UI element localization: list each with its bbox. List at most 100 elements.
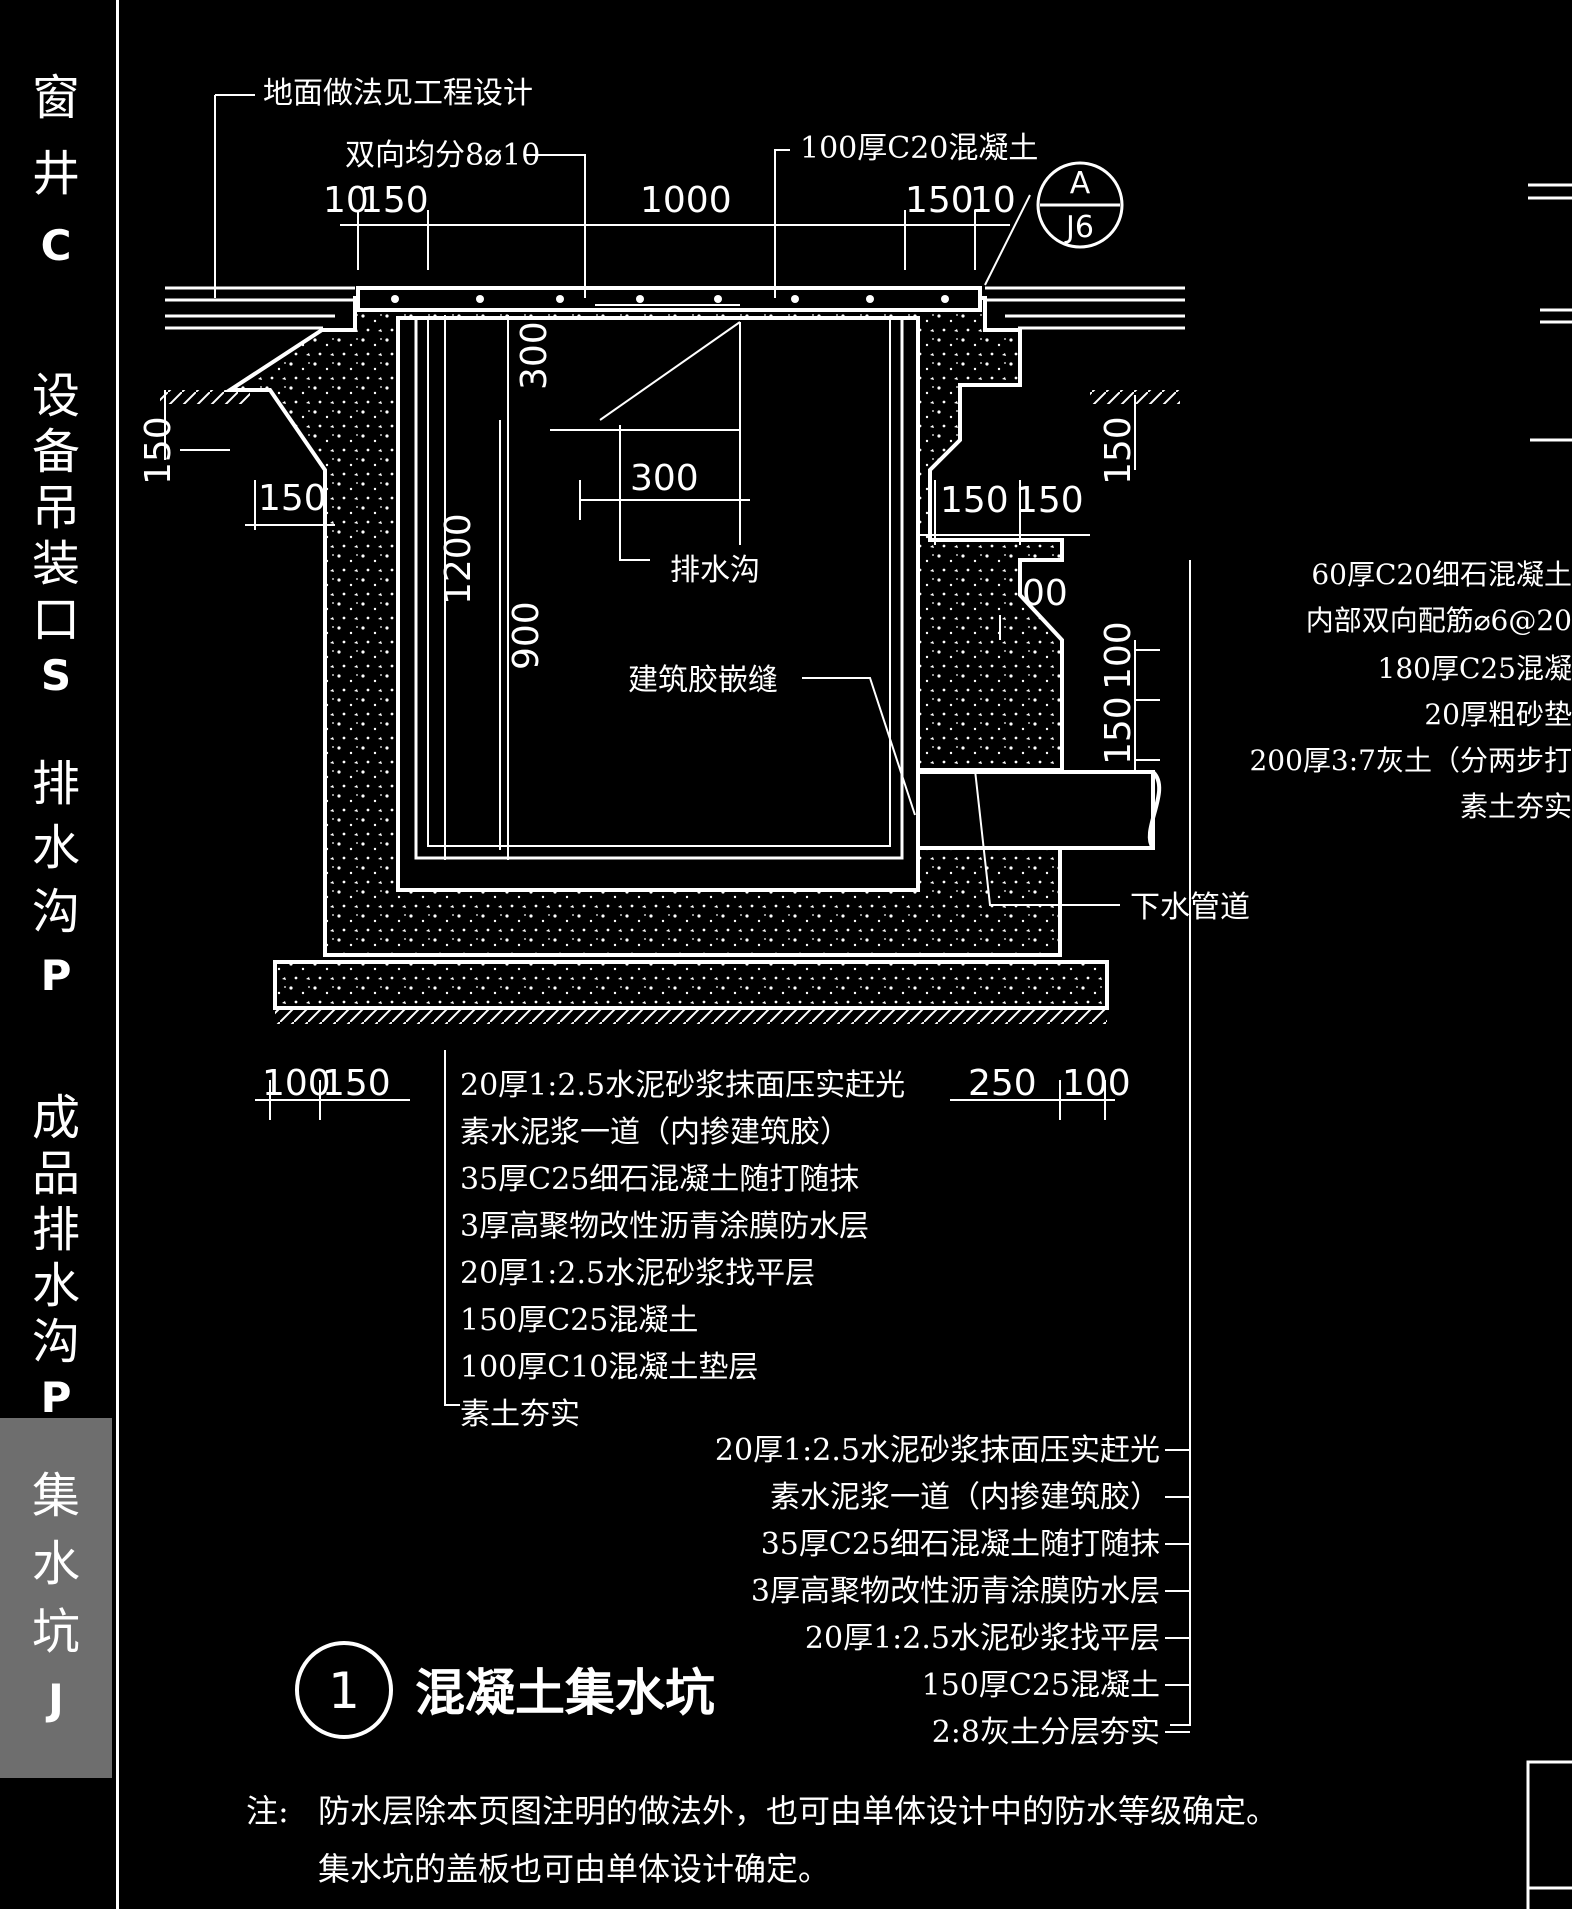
wall-layer-6: 150厚C25混凝土	[922, 1668, 1160, 1703]
dim-900: 900	[506, 601, 547, 670]
bottom-layer-1: 20厚1:2.5水泥砂浆抹面压实赶光	[460, 1068, 905, 1103]
dim-150b: 150	[905, 180, 974, 221]
sidebar-char: 井	[31, 146, 80, 202]
dim-1200: 1200	[438, 513, 479, 605]
soil-hatch-left	[160, 390, 250, 404]
title-text: 混凝土集水坑	[415, 1664, 715, 1722]
cover-plate	[356, 286, 982, 312]
sidebar-code: S	[40, 651, 72, 700]
dim-300h: 300	[630, 458, 699, 499]
dim-150-r1: 150	[940, 480, 1009, 521]
dimension-lines	[164, 210, 1160, 1120]
sidebar-code: J	[48, 1675, 64, 1724]
dim-250-br: 250	[968, 1063, 1037, 1104]
right-layer-3: 180厚C25混凝	[1378, 652, 1572, 685]
sidebar-char: 沟	[31, 884, 80, 940]
dim-300v: 300	[514, 321, 555, 390]
sidebar-code: P	[40, 1373, 72, 1422]
sidebar-char: 设	[31, 368, 80, 424]
dim-150-r3: 150	[1098, 696, 1139, 765]
dim-10a: 10	[323, 180, 369, 221]
wall-layer-1: 20厚1:2.5水泥砂浆抹面压实赶光	[715, 1433, 1160, 1468]
sidebar-char: 水	[31, 1536, 80, 1592]
dim-10b: 10	[970, 180, 1016, 221]
soil-hatch-bottom	[275, 1008, 1107, 1024]
dim-1000: 1000	[640, 180, 732, 221]
bottom-layer-2: 素水泥浆一道（内掺建筑胶）	[460, 1115, 850, 1150]
title-number: 1	[328, 1662, 360, 1720]
sidebar-char: 备	[31, 424, 80, 480]
ground-surface	[165, 286, 1185, 330]
note-line-1: 防水层除本页图注明的做法外，也可由单体设计中的防水等级确定。	[318, 1792, 1278, 1830]
sidebar-char: 沟	[31, 1314, 80, 1370]
detail-callout: A J6	[1036, 161, 1124, 249]
bottom-layer-5: 20厚1:2.5水泥砂浆找平层	[460, 1256, 815, 1291]
drain-pipe	[916, 770, 1162, 850]
note-line-2: 集水坑的盖板也可由单体设计确定。	[318, 1850, 830, 1888]
sidebar-char: 集	[31, 1468, 80, 1524]
bottom-layer-3: 35厚C25细石混凝土随打随抹	[460, 1162, 859, 1197]
sidebar-code: C	[40, 221, 72, 270]
right-layer-5: 200厚3:7灰土（分两步打	[1249, 744, 1572, 777]
label-rebar: 双向均分8⌀10	[345, 138, 540, 173]
sidebar-char: 坑	[31, 1604, 80, 1660]
sidebar-code: P	[40, 951, 72, 1000]
title-block-fragment	[1526, 1760, 1572, 1909]
dim-150-bl: 150	[322, 1063, 391, 1104]
callout-bottom: J6	[1064, 210, 1094, 245]
label-sealant: 建筑胶嵌缝	[628, 663, 778, 698]
sidebar-char: 排	[31, 756, 80, 812]
sidebar-char: 水	[31, 1258, 80, 1314]
pit-concrete-body	[223, 296, 1064, 957]
dim-100-br: 100	[1062, 1063, 1131, 1104]
right-layer-2: 内部双向配筋⌀6@20	[1306, 604, 1572, 637]
leader-lines	[214, 94, 1191, 1726]
sidebar-char: 水	[31, 820, 80, 876]
callout-top: A	[1070, 166, 1091, 201]
sidebar-char: 品	[31, 1146, 80, 1202]
bottom-layer-4: 3厚高聚物改性沥青涂膜防水层	[460, 1209, 869, 1244]
dim-150-left-h: 150	[258, 478, 327, 519]
sidebar-item-equipment-hoist[interactable]: 设 备 吊 装 口 S	[0, 368, 112, 704]
drawing-frame	[116, 0, 1572, 1909]
dim-150-left-v: 150	[138, 416, 179, 485]
label-ground: 地面做法见工程设计	[263, 76, 533, 111]
wall-layer-ticks	[1165, 1449, 1190, 1733]
sidebar-item-sump-pit[interactable]: 集 水 坑 J	[0, 1418, 112, 1778]
dim-00: 00	[1022, 573, 1068, 614]
sidebar-char: 排	[31, 1202, 80, 1258]
sidebar-item-prefab-drain[interactable]: 成 品 排 水 沟 P	[0, 1090, 112, 1426]
sidebar: 窗 井 C 设 备 吊 装 口 S 排 水 沟 P 成 品 排 水 沟 P 集 …	[0, 0, 112, 1909]
sidebar-item-window-well[interactable]: 窗 井 C	[0, 70, 112, 274]
bottom-layer-7: 100厚C10混凝土垫层	[460, 1350, 758, 1385]
wall-layer-7: 2:8灰土分层夯实	[932, 1715, 1160, 1750]
dim-150-r2: 150	[1015, 480, 1084, 521]
right-detail-fragment	[1528, 183, 1572, 442]
wall-layer-4: 3厚高聚物改性沥青涂膜防水层	[751, 1574, 1160, 1609]
dim-150a: 150	[360, 180, 429, 221]
sidebar-char: 口	[31, 592, 80, 648]
sidebar-char: 装	[31, 536, 80, 592]
drawing-title: 1 混凝土集水坑	[295, 1641, 715, 1739]
sidebar-char: 成	[31, 1090, 80, 1146]
label-cover: 100厚C20混凝土	[800, 131, 1038, 166]
dim-150-right-v: 150	[1098, 416, 1139, 485]
right-layer-4: 20厚粗砂垫	[1424, 698, 1572, 731]
label-sewer: 下水管道	[1130, 890, 1250, 925]
base-slab	[273, 960, 1109, 1010]
label-drain-ditch: 排水沟	[670, 553, 760, 588]
wall-layer-2: 素水泥浆一道（内掺建筑胶）	[770, 1480, 1160, 1515]
bottom-layer-6: 150厚C25混凝土	[460, 1303, 698, 1338]
wall-layer-3: 35厚C25细石混凝土随打随抹	[761, 1527, 1160, 1562]
sidebar-char: 窗	[31, 70, 80, 126]
sidebar-item-drain-ditch[interactable]: 排 水 沟 P	[0, 756, 112, 1004]
dim-100-r: 100	[1098, 621, 1139, 690]
dim-100-bl: 100	[262, 1063, 331, 1104]
sidebar-char: 吊	[31, 480, 80, 536]
bottom-layer-8: 素土夯实	[460, 1397, 580, 1432]
right-layer-6: 素土夯实	[1460, 790, 1572, 823]
wall-layer-5: 20厚1:2.5水泥砂浆找平层	[805, 1621, 1160, 1656]
right-layer-1: 60厚C20细石混凝土	[1311, 558, 1572, 591]
note-prefix: 注:	[246, 1792, 289, 1830]
